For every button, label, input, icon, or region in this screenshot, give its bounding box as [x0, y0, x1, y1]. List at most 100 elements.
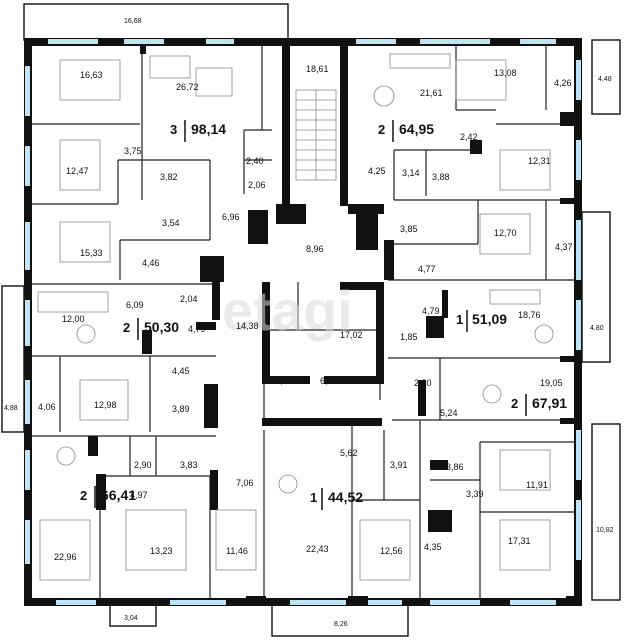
svg-text:1: 1	[310, 490, 317, 505]
room-area: 3,54	[162, 218, 180, 228]
room-area: 3,75	[124, 146, 142, 156]
room-area: 1,85	[400, 332, 418, 342]
svg-text:44,52: 44,52	[328, 489, 363, 505]
room-area: 6,02	[320, 376, 338, 386]
apartment-3-label: 3 98,14	[170, 120, 226, 142]
balcony-area-right-mid: 4,80	[590, 325, 604, 332]
room-area: 3,88	[432, 172, 450, 182]
room-area: 12,31	[528, 156, 551, 166]
room-area: 2,42	[460, 132, 478, 142]
svg-text:66,41: 66,41	[101, 487, 136, 503]
apartment-1b-label: 1 44,52	[310, 488, 363, 510]
balcony-bottom-mid	[271, 603, 409, 637]
room-area: 4,35	[424, 542, 442, 552]
room-area: 17,31	[508, 536, 531, 546]
room-area: 13,23	[150, 546, 173, 556]
room-area: 22,43	[306, 544, 329, 554]
svg-text:2: 2	[511, 396, 518, 411]
room-area: 4,77	[418, 264, 436, 274]
room-area: 12,70	[494, 228, 517, 238]
room-area: 2,06	[248, 180, 266, 190]
room-area: 6,96	[222, 212, 240, 222]
room-area: 19,05	[540, 378, 563, 388]
room-area: 3,89	[172, 404, 190, 414]
room-area: 21,61	[420, 88, 443, 98]
room-area: 16,63	[80, 70, 103, 80]
balcony-area-top-right: 4,48	[598, 76, 612, 83]
room-area: 3,85	[400, 224, 418, 234]
svg-text:50,30: 50,30	[144, 319, 179, 335]
apartment-1a-label: 1 51,09	[456, 310, 507, 332]
room-area: 12,98	[94, 400, 117, 410]
room-area: 8,96	[306, 244, 324, 254]
room-area: 2,90	[134, 460, 152, 470]
apartment-2c-label: 2 67,91	[511, 394, 567, 416]
svg-text:2: 2	[123, 320, 130, 335]
room-area: 5,62	[340, 448, 358, 458]
balcony-area-right-low: 10,82	[596, 527, 614, 534]
outer-wall-top	[24, 38, 580, 46]
balcony-area-bottom-left: 3,04	[124, 615, 138, 622]
room-area: 12,00	[62, 314, 85, 324]
balcony-area-bottom-mid: 8,26	[334, 621, 348, 628]
room-area: 5,24	[440, 408, 458, 418]
room-area: 7,06	[236, 478, 254, 488]
room-area: 12,47	[66, 166, 89, 176]
svg-text:1: 1	[456, 312, 463, 327]
svg-text:2: 2	[80, 488, 87, 503]
room-area: 5,30	[275, 376, 293, 386]
room-area: 17,02	[340, 330, 363, 340]
room-area: 6,09	[126, 300, 144, 310]
watermark: etagi	[222, 279, 353, 342]
room-area: 11,46	[226, 546, 248, 556]
core-walls	[24, 46, 582, 606]
room-area: 2,80	[414, 378, 432, 388]
room-area: 4,06	[38, 402, 56, 412]
room-area: 4,79	[188, 324, 206, 334]
balcony-area-left: 4,88	[4, 405, 18, 412]
room-area: 4,26	[554, 78, 572, 88]
room-area: 15,33	[80, 248, 103, 258]
room-area: 3,39	[466, 489, 484, 499]
room-area: 22,96	[54, 552, 77, 562]
room-area: 26,72	[176, 82, 199, 92]
balcony-top-right	[591, 39, 621, 115]
room-area: 12,56	[380, 546, 403, 556]
svg-text:3: 3	[170, 122, 177, 137]
room-area: 2,40	[246, 156, 264, 166]
room-area: 2,04	[180, 294, 198, 304]
room-area: 4,37	[555, 242, 573, 252]
balcony-top-left	[23, 3, 289, 41]
svg-text:2: 2	[378, 122, 385, 137]
balcony-right-mid	[581, 211, 611, 363]
room-area: 14,38	[236, 321, 259, 331]
svg-text:67,91: 67,91	[532, 395, 567, 411]
room-area: 4,45	[172, 366, 190, 376]
room-area: 3,14	[402, 168, 420, 178]
room-area: 4,46	[142, 258, 160, 268]
svg-text:98,14: 98,14	[191, 121, 226, 137]
room-area: 18,61	[306, 64, 329, 74]
room-area: 3,83	[180, 460, 198, 470]
room-area: 3,82	[160, 172, 178, 182]
room-area: 3,91	[390, 460, 408, 470]
room-area: 18,76	[518, 310, 541, 320]
apartment-2a-label: 2 64,95	[378, 120, 434, 142]
svg-text:64,95: 64,95	[399, 121, 434, 137]
room-area: 3,86	[446, 462, 464, 472]
apartment-2d-label: 2 66,41	[80, 486, 136, 508]
staircase	[295, 89, 337, 181]
apartment-2b-label: 2 50,30	[123, 318, 179, 340]
room-area: 13,08	[494, 68, 517, 78]
windows	[25, 39, 581, 605]
balcony-right-low	[591, 423, 621, 601]
interior-walls	[32, 46, 574, 598]
furniture	[37, 53, 554, 581]
svg-text:51,09: 51,09	[472, 311, 507, 327]
balcony-area-top-left: 16,68	[124, 18, 142, 25]
room-area: 4,97	[130, 490, 148, 500]
room-area: 4,79	[422, 306, 440, 316]
room-area: 11,91	[526, 480, 548, 490]
room-area: 4,25	[368, 166, 386, 176]
